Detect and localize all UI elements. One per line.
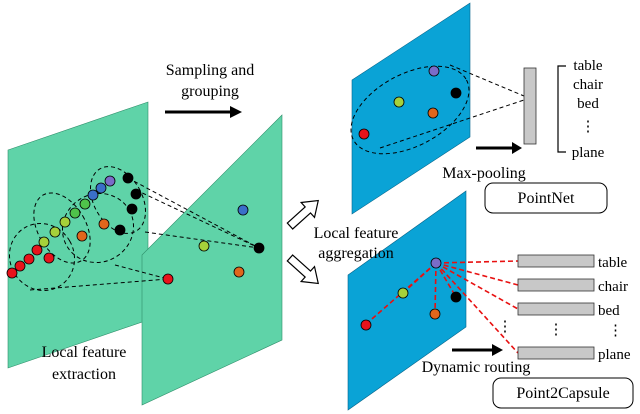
point-blue [87,189,99,201]
point-orange [98,218,110,230]
capsule-dots-left: ⋮ [498,319,513,335]
point-black [450,87,462,99]
aggregation-arrow-up [286,199,320,230]
projection-line [29,278,169,291]
projection-line [144,231,260,249]
point-black [253,242,265,254]
dynamic-routing-label: Dynamic routing [422,359,531,376]
capsule-class-ellipsis: ⋮ [608,323,623,339]
pointnet-feature-plane [351,2,471,215]
pointnet-class-ellipsis: ⋮ [581,119,596,135]
capsule-class-chair: chair [598,279,628,295]
point-yellow-green [49,226,61,238]
point-red [31,244,43,256]
local-extraction-label-2: extraction [52,366,116,383]
point-blue [237,204,249,216]
point-purple [104,175,116,187]
capsule-bar-plane [517,346,595,360]
projection-line [135,189,260,249]
local-extraction-label-1: Local feature [42,344,127,361]
point-orange [233,266,245,278]
point-orange [427,107,439,119]
capsule-class-bed: bed [598,303,620,319]
capsule-bar-chair [517,278,595,292]
point-red [14,260,26,272]
point-orange [76,230,88,242]
capsule-dots-mid: ⋮ [549,322,564,338]
grouping-label: grouping [181,83,239,100]
point-green [198,240,210,252]
class-bracket [557,65,566,153]
local-aggregation-label-2: aggregation [318,245,394,262]
sampled-point-plane [141,114,283,406]
capsule-bar-bed [517,302,595,316]
pointnet-class-bed: bed [577,96,599,112]
dynamic-routing-arrowhead [492,344,503,356]
pointnet-class-table: table [573,58,602,74]
sampling-arrowhead [230,106,242,118]
capsule-bar-table [517,254,595,268]
point-orange [429,308,441,320]
pointnet-class-plane: plane [572,145,605,161]
point-black [114,224,126,236]
pointnet-box [484,182,608,214]
point-red [358,128,370,140]
point-blue [95,182,107,194]
point2capsule-title: Point2Capsule [516,385,609,402]
point-green [79,198,91,210]
point-black [450,291,462,303]
point-red [360,319,372,331]
point-yellow-green [38,236,50,248]
aggregation-arrow-down [286,254,320,285]
pooled-feature-vector [523,67,537,145]
capsule-class-plane: plane [598,347,631,363]
group-ellipse-1 [8,222,76,292]
capsule-class-table: table [598,255,627,271]
pooling-line [449,64,525,97]
pointnet-class-chair: chair [573,77,603,93]
pooling-line [379,99,525,149]
point-purple [428,65,440,77]
point-purple [430,257,442,269]
point-green [393,96,405,108]
point-green [397,287,409,299]
max-pooling-label: Max-pooling [442,165,526,182]
point-black [122,172,134,184]
projection-line [114,264,169,280]
group-ellipse-4 [90,166,146,234]
point-red [23,253,35,265]
point-red [43,252,55,264]
point-green [69,207,81,219]
max-pooling-arrowhead [512,142,522,154]
point-red [162,273,174,285]
point-red [6,267,18,279]
projection-line [127,177,260,249]
pointnet-title: PointNet [518,190,575,207]
routing-lines [364,260,519,354]
local-aggregation-label-1: Local feature [314,225,399,242]
point2capsule-box [492,377,634,409]
capsule-feature-plane [347,190,467,411]
point-black [126,203,138,215]
point-black [130,188,142,200]
point-yellow-green [59,216,71,228]
sampling-label: Sampling and [166,62,254,79]
